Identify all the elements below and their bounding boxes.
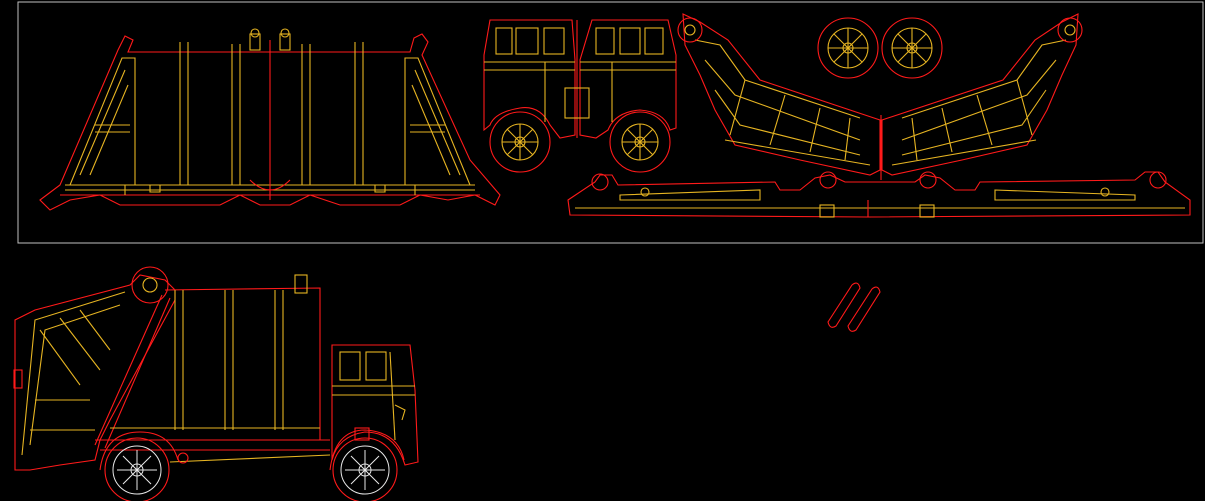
garbage-truck-body-side (39, 28, 501, 211)
tipper-arms-unfolded (677, 13, 1083, 180)
assembled-garbage-truck (13, 266, 419, 501)
truck-cab-front-rear (483, 19, 677, 173)
sheet-border (17, 1, 1204, 244)
wheel-pair (817, 17, 943, 79)
small-handles (827, 282, 881, 332)
chassis-frame (567, 171, 1191, 218)
